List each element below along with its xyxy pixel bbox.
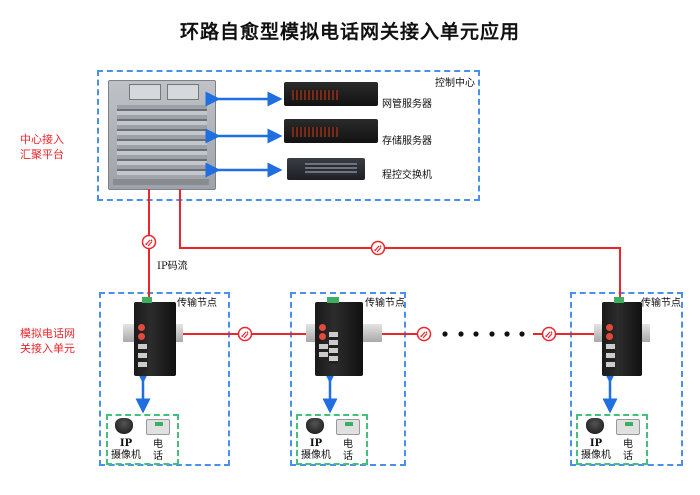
fiber-icon (237, 326, 253, 342)
ip-camera-label: IP 摄像机 (301, 438, 331, 461)
nms-server-label: 网管服务器 (382, 99, 432, 110)
transport-node-box-3 (570, 292, 683, 466)
ip-camera-label: IP 摄像机 (581, 438, 611, 461)
endpoint-box-1 (106, 414, 179, 465)
transport-node-box-2 (290, 292, 406, 466)
ip-camera-icon (306, 418, 324, 434)
ip-stream-label: IP码流 (157, 261, 188, 272)
fiber-icon (370, 240, 386, 256)
fiber-icon (416, 326, 432, 342)
fiber-icon (541, 326, 557, 342)
storage-server-icon (284, 119, 378, 143)
ip-camera-icon (586, 418, 604, 434)
access-unit-label: 模拟电话网 关接入单元 (20, 327, 75, 355)
telephone-label: 电 话 (153, 439, 163, 462)
storage-server-label: 存储服务器 (382, 136, 432, 147)
telephone-label: 电 话 (623, 439, 633, 462)
transport-switch-icon-3 (602, 297, 642, 376)
ip-camera-label: IP 摄像机 (111, 438, 141, 461)
transport-node-box-1 (99, 292, 230, 466)
diagram-title: 环路自愈型模拟电话网关接入单元应用 (179, 21, 520, 43)
transport-switch-icon-2 (315, 297, 363, 376)
pbx-switch-label: 程控交换机 (382, 170, 432, 181)
telephone-icon (146, 419, 170, 435)
fiber-icon (141, 234, 157, 250)
pbx-switch-icon (287, 158, 365, 180)
fiber-ring-return (179, 189, 621, 298)
endpoint-box-3 (576, 414, 648, 465)
transport-node-label-2: 传输节点 (365, 298, 405, 309)
center-aggregation-label: 中心接入 汇聚平台 (20, 133, 64, 161)
telephone-label: 电 话 (343, 439, 353, 462)
transport-switch-icon-1 (134, 297, 176, 376)
endpoint-box-2 (296, 414, 368, 465)
nms-server-icon (284, 82, 378, 106)
ip-camera-icon (115, 418, 133, 434)
telephone-icon (336, 419, 360, 435)
control-center-box (97, 70, 480, 201)
transport-node-label-3: 传输节点 (641, 298, 681, 309)
control-center-label: 控制中心 (435, 78, 475, 89)
telephone-icon (616, 419, 640, 435)
ellipsis-dots (442, 331, 525, 337)
transport-node-label-1: 传输节点 (177, 298, 217, 309)
core-chassis-icon (108, 80, 216, 190)
